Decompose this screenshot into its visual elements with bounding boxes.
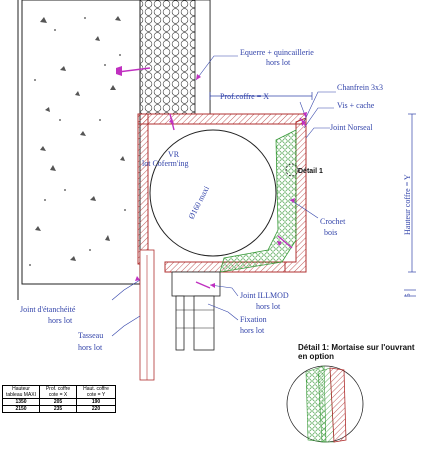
- table-header: Haut. coffre cote = Y: [76, 385, 116, 399]
- svg-text:Hauteur coffre = Y: Hauteur coffre = Y: [403, 174, 412, 235]
- table-cell: 2150: [2, 405, 40, 413]
- dimensions-table: Hauteur tableau MAXI Prof. coffre cote =…: [2, 385, 116, 413]
- joint-etancheite-label: Joint d'étanchéité: [20, 305, 76, 314]
- leader-lines: [111, 55, 336, 337]
- chanfrein-label: Chanfrein 3x3: [337, 83, 383, 92]
- window-profile: [139, 249, 221, 381]
- equerre-sub-label: hors lot: [266, 58, 291, 67]
- equerre-label: Equerre + quincaillerie: [240, 48, 314, 57]
- detail-1-marker: Détail 1: [285, 163, 323, 177]
- roller-circle: [149, 129, 277, 257]
- vis-cache-label: Vis + cache: [337, 101, 375, 110]
- concrete-wall: [17, 0, 141, 300]
- table-cell: 220: [76, 405, 116, 413]
- fixation-sub-label: hors lot: [240, 326, 265, 335]
- joint-illmod-label: Joint ILLMOD: [240, 291, 289, 300]
- anchor-screw: [116, 66, 151, 76]
- table-row: 2150 235 220: [2, 405, 116, 413]
- prof-coffre-label: Prof.coffre = X: [220, 92, 269, 101]
- dim-5-label: 5: [404, 293, 412, 297]
- dimension-y: [404, 113, 416, 297]
- table-cell: 235: [39, 405, 77, 413]
- svg-text:5: 5: [404, 293, 412, 297]
- front-gasket: [219, 129, 297, 273]
- table-header: Prof. coffre cote = X: [39, 385, 77, 399]
- insulation-block: [139, 0, 211, 115]
- detail-1-title: Détail 1: Mortaise sur l'ouvrant en opti…: [298, 343, 415, 361]
- tasseau-sub-label: hors lot: [78, 343, 103, 352]
- joint-illmod-sub-label: hors lot: [256, 302, 281, 311]
- table-cell: 205: [39, 398, 77, 406]
- crochet-label: Crochet: [320, 217, 346, 226]
- dimension-x: [209, 92, 313, 100]
- fixation-label: Fixation: [240, 315, 267, 324]
- table-cell: 190: [76, 398, 116, 406]
- fastener-marks: [169, 113, 307, 289]
- svg-text:Ø160 maxi: Ø160 maxi: [187, 184, 212, 221]
- table-row: 1350 205 190: [2, 398, 116, 406]
- leader-arrowheads: [135, 74, 307, 288]
- detail-1-marker-label: Détail 1: [298, 168, 323, 175]
- tasseau-label: Tasseau: [78, 331, 103, 340]
- vr-label: VR: [168, 150, 180, 159]
- hauteur-coffre-label: Hauteur coffre = Y: [403, 174, 412, 235]
- joint-etancheite-sub-label: hors lot: [48, 316, 73, 325]
- joint-norseal-label: Joint Norseal: [330, 123, 373, 132]
- diameter-label: Ø160 maxi: [187, 184, 212, 221]
- table-header: Hauteur tableau MAXI: [2, 385, 40, 399]
- detail-1-view: [286, 365, 364, 443]
- vr-sub-label: lot Coferm'ing: [142, 159, 189, 168]
- table-cell: 1350: [2, 398, 40, 406]
- crochet-sub-label: bois: [324, 228, 337, 237]
- annotations: Equerre + quincaillerie hors lot Prof.co…: [20, 48, 383, 352]
